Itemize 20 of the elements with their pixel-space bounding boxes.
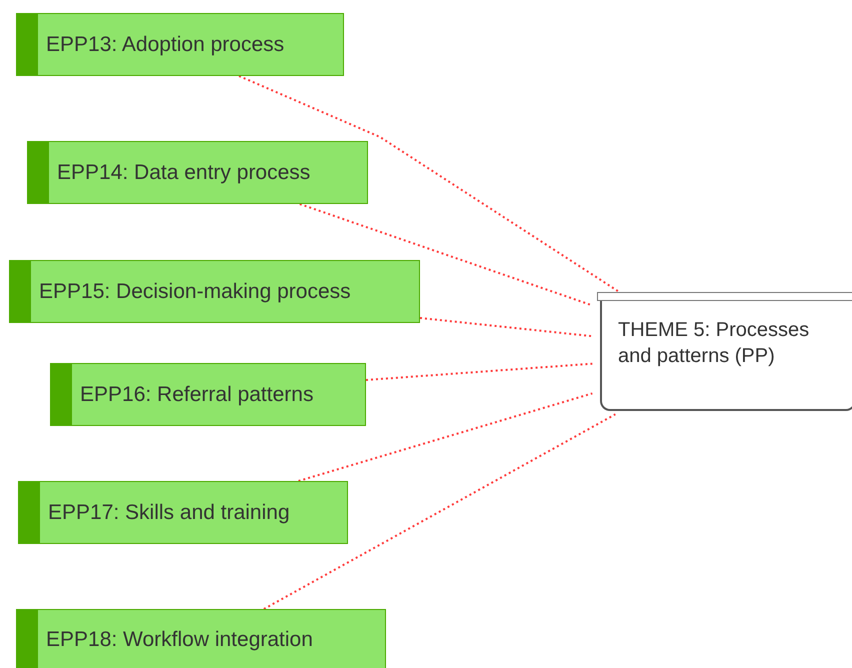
item-label: EPP16: Referral patterns (80, 382, 314, 406)
item-label: EPP14: Data entry process (57, 160, 310, 184)
connector-line (238, 75, 618, 292)
item-box (9, 260, 420, 323)
connector-line (298, 392, 593, 482)
item-label: EPP18: Workflow integration (46, 628, 313, 652)
connector-line (366, 362, 592, 381)
item-box (27, 141, 368, 204)
connector-line (299, 203, 593, 306)
item-box (16, 13, 344, 76)
item-label: EPP15: Decision-making process (39, 280, 351, 304)
connector-line (420, 316, 592, 338)
item-box (50, 363, 366, 426)
connector-line (263, 413, 616, 610)
item-box (18, 481, 348, 544)
item-label: EPP13: Adoption process (46, 32, 284, 56)
theme-title: THEME 5: Processes and patterns (PP) (618, 318, 810, 369)
item-label: EPP17: Skills and training (48, 500, 290, 524)
theme-box (600, 301, 852, 411)
item-box (16, 609, 386, 668)
